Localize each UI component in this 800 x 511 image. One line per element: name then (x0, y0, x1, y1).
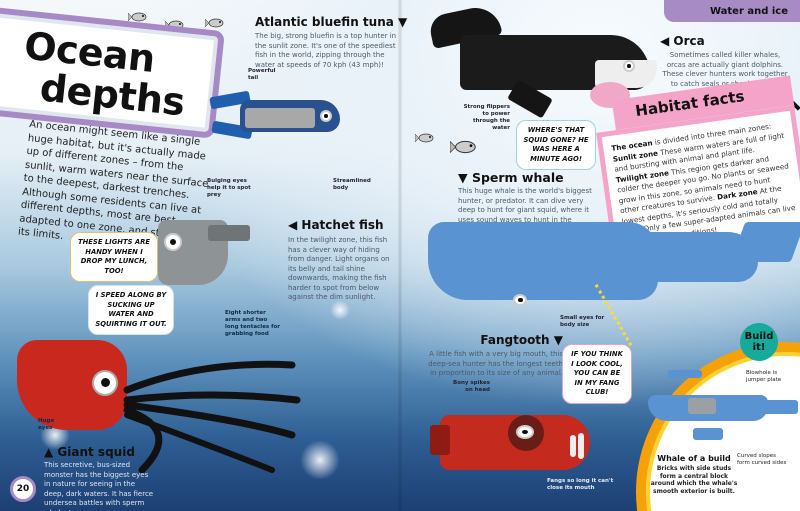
page-title: Ocean depths (18, 24, 190, 125)
tuna-model (209, 90, 340, 140)
orca-label-flippers: Strong flippers to power through the wat… (463, 104, 510, 131)
fangtooth-model (430, 395, 600, 485)
fangtooth-heading: Fangtooth ▼ (480, 333, 563, 347)
build-description: Bricks with side studs form a central bl… (650, 465, 738, 495)
fangtooth-description: A little fish with a very big mouth, thi… (428, 350, 563, 377)
tuna-heading: Atlantic bluefin tuna ▼ (255, 15, 408, 29)
giant-squid-model (12, 330, 301, 480)
bubble-decoration (300, 440, 340, 480)
hatchet-description: In the twilight zone, this fish has a cl… (288, 236, 390, 301)
build-info: Whale of a build Bricks with side studs … (650, 454, 738, 495)
page-number: 20 (10, 476, 36, 502)
tuna-label-body: Streamlined body (333, 178, 371, 191)
build-it-badge: Build it! (740, 323, 778, 361)
orca-heading: ◀ Orca (660, 34, 705, 48)
tuna-info: Atlantic bluefin tuna ▼ The big, strong … (255, 15, 408, 70)
squid-speech-bubble: I speed along by sucking up water and sq… (88, 285, 174, 335)
page-gutter (398, 0, 402, 511)
sperm-whale-label-eyes: Small eyes for body size (560, 315, 605, 328)
build-it-badge-label: Build it! (744, 331, 774, 353)
squid-label-arms: Eight shorter arms and two long tentacle… (225, 310, 280, 337)
fangtooth-label-fangs: Fangs so long it can't close its mouth (547, 478, 614, 491)
fangtooth-speech-bubble: If you think I look cool, you can be in … (562, 344, 632, 404)
whale-build-model (648, 370, 798, 440)
small-fish-icon (415, 133, 434, 143)
squid-description: This secretive, bus-sized monster has th… (44, 461, 154, 511)
squid-info: ▲ Giant squid This secretive, bus-sized … (44, 445, 154, 511)
tuna-description: The big, strong bluefin is a top hunter … (255, 32, 397, 69)
squid-heading: ▲ Giant squid (44, 445, 135, 459)
build-label-blowhole: Blowhole is jumper plate (746, 370, 782, 383)
sperm-whale-heading: ▼ Sperm whale (458, 170, 564, 185)
fangtooth-info: Fangtooth ▼ A little fish with a very bi… (428, 333, 563, 379)
section-header-label: Water and ice (709, 5, 788, 17)
squid-label-eyes: Huge eyes (38, 418, 55, 431)
build-title: Whale of a build (657, 454, 731, 463)
build-label-slopes: Curved slopes form curved sides (737, 453, 787, 466)
hatchet-heading: ◀ Hatchet fish (288, 218, 384, 232)
bubble-decoration (330, 300, 350, 320)
tuna-label-tail: Powerful tail (248, 68, 276, 81)
hatchet-fish-model (148, 205, 258, 295)
hatchet-speech-bubble: These lights are handy when I drop my lu… (70, 232, 158, 282)
fangtooth-label-spikes: Bony spikes on head (453, 380, 490, 393)
orca-model (425, 3, 665, 119)
hatchet-info: ◀ Hatchet fish In the twilight zone, thi… (288, 218, 394, 303)
small-fish-icon (128, 12, 147, 22)
sperm-whale-model (428, 222, 800, 317)
small-fish-icon (450, 140, 476, 154)
sperm-whale-speech-bubble: Where's that squid gone? He was here a m… (516, 120, 596, 170)
section-header: Water and ice (664, 0, 800, 22)
hatchet-label-eyes: Bulging eyes help it to spot prey (207, 178, 251, 198)
small-fish-icon (205, 18, 224, 28)
